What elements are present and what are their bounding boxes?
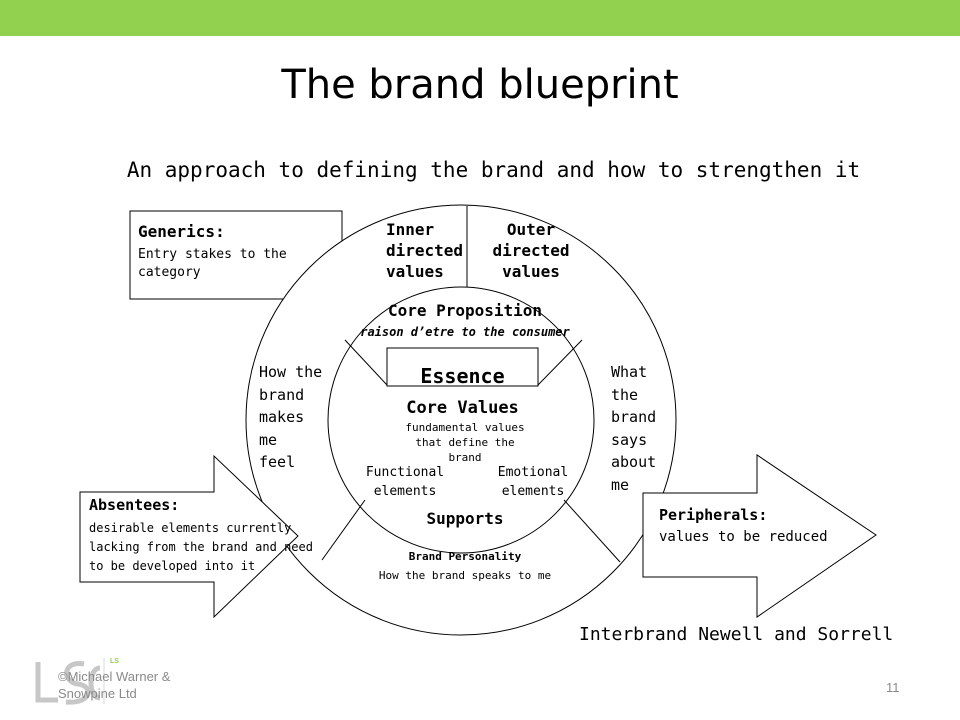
- what-brand-says-about-me: What the brand says about me: [611, 363, 657, 494]
- functional-elements: Functional elements: [365, 465, 445, 499]
- absentees-arrow: [79, 454, 299, 619]
- absentees-heading: Absentees:: [89, 496, 180, 514]
- core-values-heading: Core Values: [406, 398, 519, 418]
- absentees-body: desirable elements currently lacking fro…: [89, 521, 313, 573]
- generics-heading: Generics:: [138, 222, 225, 241]
- essence-label: Essence: [420, 364, 505, 388]
- brand-personality-heading: Brand Personality: [408, 550, 522, 563]
- outer-directed-values: Outer directed values: [492, 220, 570, 281]
- generics-body: Entry stakes to the category: [138, 247, 287, 280]
- brand-personality-body: How the brand speaks to me: [378, 569, 552, 582]
- inner-directed-values: Inner directed values: [386, 220, 464, 281]
- core-values-body: fundamental values that define the brand: [405, 421, 525, 464]
- supports-label: Supports: [426, 509, 504, 528]
- lsb-logo: [35, 658, 105, 705]
- emotional-elements: Emotional elements: [497, 465, 569, 499]
- peripherals-arrow: [642, 454, 877, 618]
- how-brand-makes-me-feel: How the brand makes me feel: [259, 363, 323, 471]
- slide-subtitle: An approach to defining the brand and ho…: [126, 158, 861, 182]
- accent-bar: [0, 0, 960, 36]
- logo-text: LS: [110, 658, 119, 665]
- peripherals-body: values to be reduced: [659, 529, 828, 545]
- source-credit: Interbrand Newell and Sorrell: [579, 624, 894, 645]
- essence-box: [386, 347, 539, 387]
- core-proposition-body: raison d’etre to the consumer: [360, 325, 570, 339]
- footer-copyright: ©Michael Warner & Snowpine Ltd: [58, 669, 171, 701]
- page-number: 11: [886, 680, 900, 695]
- slide-title: The brand blueprint: [281, 62, 679, 108]
- peripherals-heading: Peripherals:: [659, 506, 768, 524]
- core-proposition-heading: Core Proposition: [387, 301, 543, 320]
